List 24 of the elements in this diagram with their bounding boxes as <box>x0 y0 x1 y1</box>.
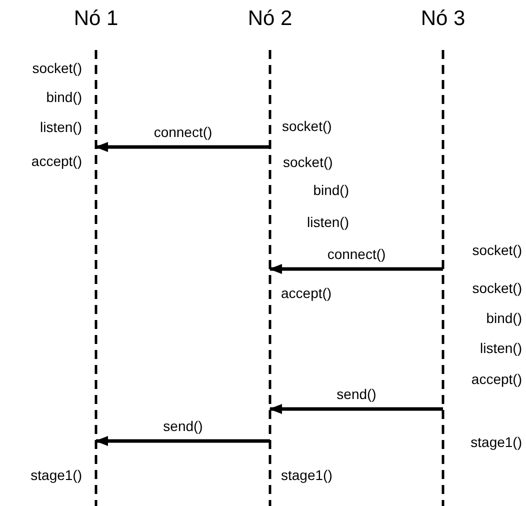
call-label: listen() <box>40 118 82 136</box>
message-arrow <box>269 264 443 274</box>
call-label: socket() <box>282 117 332 135</box>
lifeline-heading: Nó 2 <box>246 6 294 32</box>
call-label: socket() <box>472 279 522 297</box>
call-label: socket() <box>283 153 333 171</box>
call-label: bind() <box>486 309 522 327</box>
lifeline-heading: Nó 3 <box>420 6 466 32</box>
message-arrow <box>95 436 270 446</box>
call-label: accept() <box>281 284 332 302</box>
call-label: stage1() <box>281 466 332 484</box>
call-label: listen() <box>306 213 349 231</box>
message-arrow <box>269 404 443 414</box>
call-label: bind() <box>46 88 82 106</box>
call-label: listen() <box>480 339 522 357</box>
call-label: stage1() <box>30 466 82 484</box>
call-label: socket() <box>472 241 522 259</box>
call-label: accept() <box>31 152 82 170</box>
lifeline-heading: Nó 1 <box>72 6 120 32</box>
call-label: stage1() <box>470 433 522 451</box>
call-label: accept() <box>471 370 522 388</box>
call-label: bind() <box>313 181 349 199</box>
message-arrow <box>95 142 270 152</box>
call-label: socket() <box>32 59 82 77</box>
